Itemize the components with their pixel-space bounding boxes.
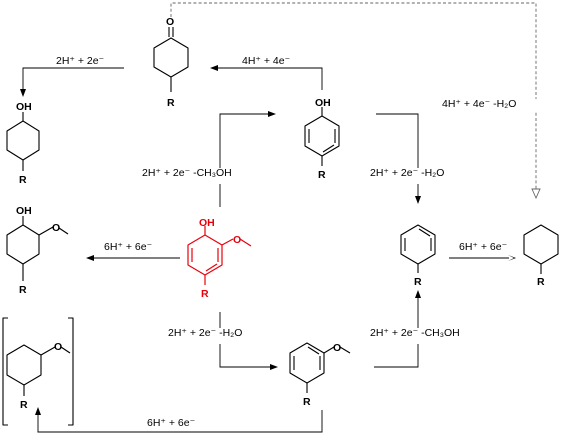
condition-label-hydrogenation-bottom: 6H⁺ + 6e⁻	[147, 417, 196, 429]
molecule-cyclohexanol: OH R	[6, 101, 40, 186]
molecule-cyclohexanone: O R	[153, 16, 189, 109]
arrow-anisole-to-methoxycyclohexane	[35, 407, 323, 433]
condition-label-hydrogenation-right: 6H⁺ + 6e⁻	[459, 241, 508, 253]
arrow-guaiacol-to-methoxycyclohexanol	[86, 255, 180, 261]
atom-label-hydroxyl: OH	[16, 205, 32, 217]
atom-label-r: R	[19, 174, 27, 186]
atom-label-oxygen: O	[52, 222, 60, 234]
atom-label-r: R	[20, 399, 28, 411]
atom-label-oxygen: O	[166, 16, 174, 28]
molecule-phenol: OH R	[304, 97, 340, 181]
molecule-methoxy-cyclohexane: O R	[6, 341, 71, 411]
molecule-guaiacol-highlighted: OH O R	[187, 217, 252, 300]
molecule-methoxy-cyclohexanol: OH O R	[6, 205, 69, 296]
atom-label-hydroxyl: OH	[315, 97, 331, 109]
condition-label-demethoxylation-upper: 2H⁺ + 2e⁻ -CH₃OH	[142, 167, 232, 179]
atom-label-hydroxyl: OH	[199, 217, 215, 229]
arrow-anisole-to-benzene	[374, 290, 421, 368]
atom-label-r: R	[201, 288, 209, 300]
condition-label-top-mid: 4H⁺ + 4e⁻	[242, 55, 291, 67]
atom-label-oxygen: O	[233, 234, 241, 246]
arrow-phenol-to-benzene	[376, 113, 421, 204]
atom-label-r: R	[414, 276, 422, 288]
condition-label-hydrogenation-left: 6H⁺ + 6e⁻	[104, 241, 153, 253]
condition-label-top-right: 4H⁺ + 4e⁻ -H₂O	[442, 98, 516, 110]
arrow-ketone-to-cyclohexanol	[20, 67, 124, 97]
arrow-ketone-to-cyclohexane-dashed	[170, 2, 541, 200]
atom-label-r: R	[19, 284, 27, 296]
atom-label-r: R	[303, 396, 311, 408]
arrow-guaiacol-to-anisole	[219, 312, 278, 370]
arrow-benzene-to-cyclohexane	[449, 255, 516, 261]
condition-label-top-left: 2H⁺ + 2e⁻	[56, 55, 105, 67]
atom-label-oxygen: O	[333, 342, 341, 354]
arrow-phenol-to-ketone	[210, 65, 323, 90]
bracket-right	[68, 317, 74, 426]
condition-label-dehydroxylation-lower: 2H⁺ + 2e⁻ -H₂O	[168, 327, 242, 339]
condition-label-demethoxylation-lower: 2H⁺ + 2e⁻ -CH₃OH	[370, 327, 460, 339]
bracket-left	[2, 317, 8, 426]
atom-label-hydroxyl: OH	[16, 101, 32, 113]
molecule-benzene: R	[400, 224, 436, 288]
atom-label-r: R	[537, 276, 545, 288]
arrow-guaiacol-to-phenol	[219, 111, 276, 207]
atom-label-oxygen: O	[54, 341, 62, 353]
molecule-anisole: O R	[289, 342, 351, 408]
atom-label-r: R	[318, 169, 326, 181]
condition-label-dehydroxylation-upper: 2H⁺ + 2e⁻ -H₂O	[370, 167, 444, 179]
molecule-cyclohexane: R	[523, 224, 559, 288]
atom-label-r: R	[167, 97, 175, 109]
